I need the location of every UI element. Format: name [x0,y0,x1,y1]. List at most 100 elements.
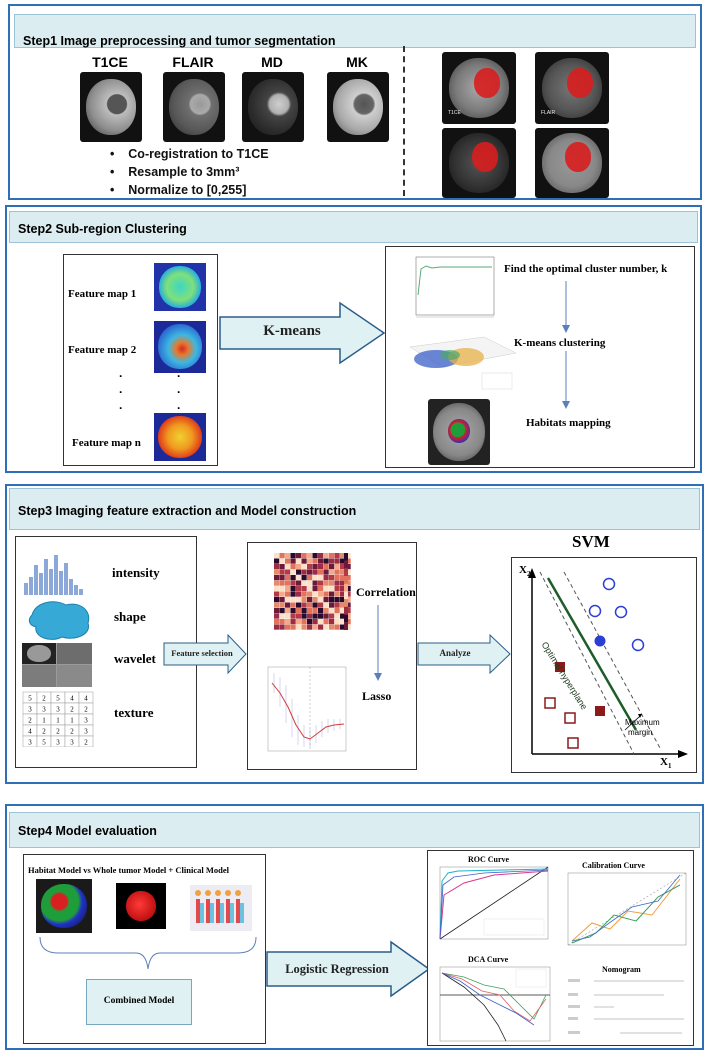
heatmap-cell [285,553,291,559]
heatmap-cell [279,575,285,581]
texture-cell-value: 2 [70,706,74,714]
heatmap-cell [323,580,329,586]
texture-cell-value: 1 [56,717,60,725]
heatmap-cell [340,602,346,608]
heatmap-cell [307,564,313,570]
feature-selection-label: Feature selection [171,648,233,658]
heatmap-cell [279,580,285,586]
texture-cell-value: 5 [42,739,46,747]
heatmap-cell [307,569,313,575]
texture-cell-value: 4 [70,695,74,703]
heatmap-cell [323,569,329,575]
heatmap-cell [290,624,296,630]
silhouette-plot [415,256,495,318]
heatmap-cell [329,564,335,570]
calibration-curve-title: Calibration Curve [582,861,645,870]
heatmap-cell [285,575,291,581]
heatmap-cell [290,591,296,597]
dca-curve-title: DCA Curve [468,955,509,964]
heatmap-cell [279,619,285,625]
heatmap-cell [274,602,280,608]
heatmap-cell [290,602,296,608]
heatmap-cell [323,608,329,614]
heatmap-cell [307,558,313,564]
feature-maps-box: Feature map 1 Feature map 2 Feature map … [63,254,218,466]
heatmap-cell [345,591,351,597]
heatmap-cell [301,597,307,603]
heatmap-cell [318,597,324,603]
seg-t1ce-label: T1CE [448,110,461,116]
heatmap-cell [279,624,285,630]
heatmap-cell [285,591,291,597]
heatmap-cell [312,613,318,619]
heatmap-cell [301,602,307,608]
heatmap-cell [285,597,291,603]
heatmap-cell [312,608,318,614]
heatmap-cell [301,619,307,625]
heatmap-cell [318,602,324,608]
heatmap-cell [345,619,351,625]
heatmap-cell [323,602,329,608]
heatmap-cell [312,580,318,586]
heatmap-cell [279,558,285,564]
heatmap-cell [296,580,302,586]
step3-panel: Step3 Imaging feature extraction and Mod… [5,484,704,784]
texture-cell-value: 3 [84,717,88,725]
heatmap-cell [345,624,351,630]
heatmap-cell [334,553,340,559]
heatmap-cell [307,624,313,630]
heatmap-cell [329,586,335,592]
heatmap-cell [318,553,324,559]
flair-scan-image [163,72,225,142]
heatmap-cell [318,558,324,564]
clustering-steps-box: Find the optimal cluster number, k K-mea… [385,246,695,468]
heatmap-cell [274,575,280,581]
heatmap-cell [334,619,340,625]
step1-dashed-divider [403,46,405,196]
heatmap-cell [312,591,318,597]
correlation-to-lasso-arrow [374,605,382,681]
texture-cell-value: 5 [28,695,32,703]
step1-header: Step1 Image preprocessing and tumor segm… [14,14,696,48]
step2-header: Step2 Sub-region Clustering [9,211,698,243]
heatmap-cell [274,580,280,586]
heatmap-cell [312,619,318,625]
heatmap-cell [290,564,296,570]
svm-margin-label-2: margin [628,728,653,737]
heatmap-cell [312,569,318,575]
heatmap-cell [307,602,313,608]
heatmap-cell [345,553,351,559]
bullet-resample: • Resample to 3mm³ [110,165,240,179]
heatmap-colorbar-segment [344,576,348,584]
texture-cell [78,735,94,747]
feature-selection-arrow [163,634,247,674]
heatmap-cell [329,613,335,619]
dca-curve-plot [439,966,551,1042]
heatmap-cell [312,597,318,603]
heatmap-cell [312,624,318,630]
bullet-normalize: • Normalize to [0,255] [110,183,247,197]
heatmap-cell [329,575,335,581]
heatmap-cell [345,597,351,603]
step3-title: Step3 Imaging feature extraction and Mod… [18,504,357,518]
heatmap-cell [274,619,280,625]
heatmap-cell [285,613,291,619]
heatmap-cell [345,608,351,614]
heatmap-cell [329,597,335,603]
heatmap-cell [301,580,307,586]
ellipsis-dots-right: ... [177,366,181,412]
heatmap-cell [296,591,302,597]
heatmap-cell [301,575,307,581]
heatmap-cell [279,602,285,608]
heatmap-colorbar-segment [344,614,348,623]
heatmap-cell [290,597,296,603]
heatmap-cell [301,613,307,619]
heatmap-cell [296,602,302,608]
heatmap-cell [296,558,302,564]
texture-cell-value: 2 [42,728,46,736]
heatmap-cell [285,602,291,608]
heatmap-cell [312,602,318,608]
heatmap-cell [301,564,307,570]
heatmap-cell [307,597,313,603]
nomogram-plot [568,979,684,1034]
